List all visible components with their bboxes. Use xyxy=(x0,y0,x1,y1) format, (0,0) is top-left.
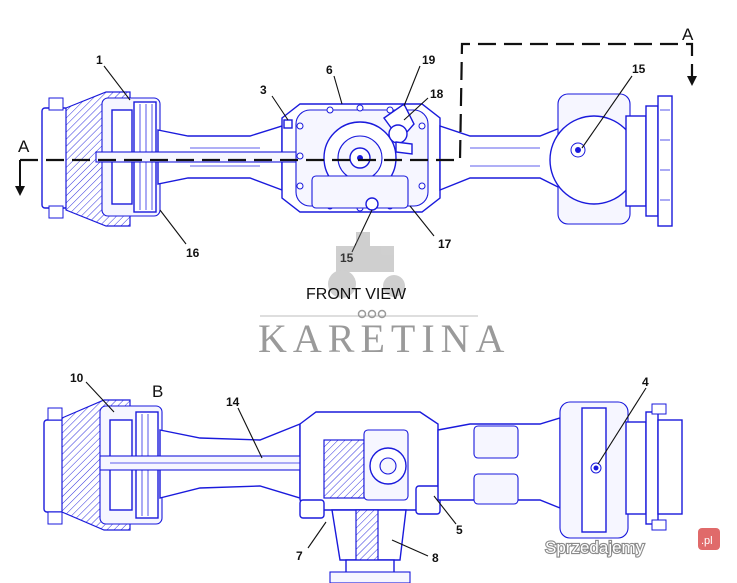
callout-7: 7 xyxy=(296,549,303,563)
section-line-a xyxy=(15,42,697,196)
badge-text: Sprzedajemy xyxy=(545,538,645,557)
callout-16: 16 xyxy=(186,246,200,260)
callout-5: 5 xyxy=(456,523,463,537)
callout-18: 18 xyxy=(430,87,444,101)
tractor-watermark-icon xyxy=(328,232,405,298)
callout-3: 3 xyxy=(260,83,267,97)
badge-text-outline: Sprzedajemy xyxy=(545,538,645,557)
watermark: KARETINA xyxy=(258,309,510,361)
sprzedajemy-badge: Sprzedajemy Sprzedajemy .pl xyxy=(544,528,720,558)
badge-square xyxy=(698,528,720,550)
watermark-text: KARETINA xyxy=(258,316,510,361)
section-marker-right: A xyxy=(682,25,694,44)
callout-17: 17 xyxy=(438,237,452,251)
callout-15-bottom: 15 xyxy=(340,251,354,265)
front-view-caption: FRONT VIEW xyxy=(306,286,407,303)
callout-6: 6 xyxy=(326,63,333,77)
callout-15-right: 15 xyxy=(632,62,646,76)
callout-19: 19 xyxy=(422,53,436,67)
callout-4: 4 xyxy=(642,375,649,389)
section-marker-left: A xyxy=(18,137,30,156)
section-view-axle xyxy=(43,399,683,583)
callout-14: 14 xyxy=(226,395,240,409)
callout-1: 1 xyxy=(96,53,103,67)
detail-marker-b: B xyxy=(152,382,163,401)
badge-suffix: .pl xyxy=(701,535,713,547)
front-view-axle xyxy=(41,91,673,227)
callout-10: 10 xyxy=(70,371,84,385)
front-leader-lines xyxy=(103,65,633,253)
callout-8: 8 xyxy=(432,551,439,565)
section-leader-lines xyxy=(85,381,647,557)
